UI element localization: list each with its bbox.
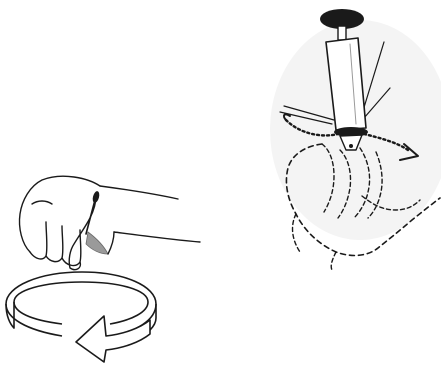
ring-inner-edge [14,282,148,324]
finger-fold-2 [46,226,63,262]
hand-holding-stick-icon [19,176,200,269]
stick-tip [92,190,101,203]
device-neck [338,26,346,40]
circular-arrow-icon [6,272,156,362]
forearm-upper-line [100,186,178,199]
finger-fold-1 [30,222,47,259]
device-tip-dot [349,144,353,148]
palm-underside [108,232,114,254]
forearm-lower-line [114,232,200,242]
rod-device-in-hand-icon [270,9,441,270]
knuckle-detail [32,201,52,204]
thumb-shadow [86,232,108,254]
thumb-outline [69,196,96,270]
